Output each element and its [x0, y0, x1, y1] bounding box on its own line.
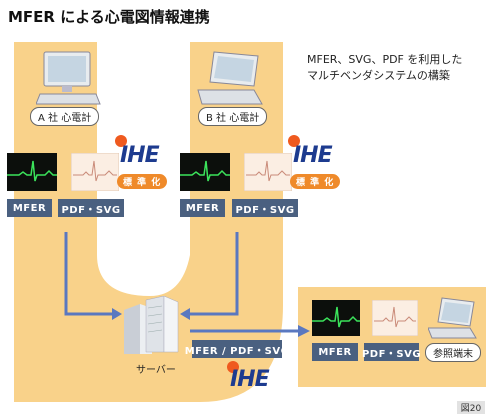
description-line-1: MFER、SVG、PDF を利用した	[307, 53, 463, 66]
ecg-waveform-a-icon	[7, 153, 57, 191]
arrow-a-to-server	[64, 232, 112, 316]
orange-dot-bottom-icon	[227, 361, 239, 373]
standardization-badge-a: 標 準 化	[117, 174, 168, 189]
device-b-label: B 社 心電計	[198, 107, 268, 126]
format-tag-mfer-b: MFER	[180, 199, 225, 217]
ecg-waveform-b-icon	[180, 153, 230, 191]
terminal-laptop-icon	[428, 297, 477, 339]
format-tag-mfer-a: MFER	[7, 199, 52, 217]
description: MFER、SVG、PDF を利用した マルチベンダシステムの構築	[307, 52, 487, 84]
description-line-2: マルチベンダシステムの構築	[307, 69, 450, 82]
ihe-logo-b: IHE	[293, 143, 333, 168]
page-title: MFER による心電図情報連携	[8, 8, 210, 26]
ecg-waveform-terminal-icon	[312, 300, 360, 336]
server-label: サーバー	[136, 365, 176, 376]
terminal-label: 参照端末	[425, 343, 481, 362]
computer-a-icon	[36, 51, 101, 105]
device-a-label: A 社 心電計	[30, 107, 100, 126]
format-tag-pdf-svg-a: PDF・SVG	[58, 199, 124, 217]
ihe-logo-a: IHE	[120, 143, 160, 168]
computer-b-icon	[197, 51, 263, 105]
orange-dot-b-icon	[288, 135, 300, 147]
standardization-badge-b: 標 準 化	[290, 174, 341, 189]
figure-number: 図20	[457, 401, 485, 414]
format-tag-mfer-terminal: MFER	[312, 343, 358, 361]
orange-dot-a-icon	[115, 135, 127, 147]
server-icon	[124, 296, 179, 354]
ihe-logo-bottom: IHE	[230, 367, 270, 392]
ecg-document-terminal-icon	[372, 300, 418, 336]
server-output-tag: MFER / PDF・SVG	[185, 340, 289, 358]
u-shaped-band	[14, 42, 283, 402]
format-tag-pdf-svg-b: PDF・SVG	[232, 199, 298, 217]
ecg-document-b-icon	[244, 153, 292, 191]
ecg-document-a-icon	[71, 153, 119, 191]
format-tag-pdf-svg-terminal: PDF・SVG	[362, 343, 421, 361]
arrow-b-to-server	[190, 232, 239, 316]
